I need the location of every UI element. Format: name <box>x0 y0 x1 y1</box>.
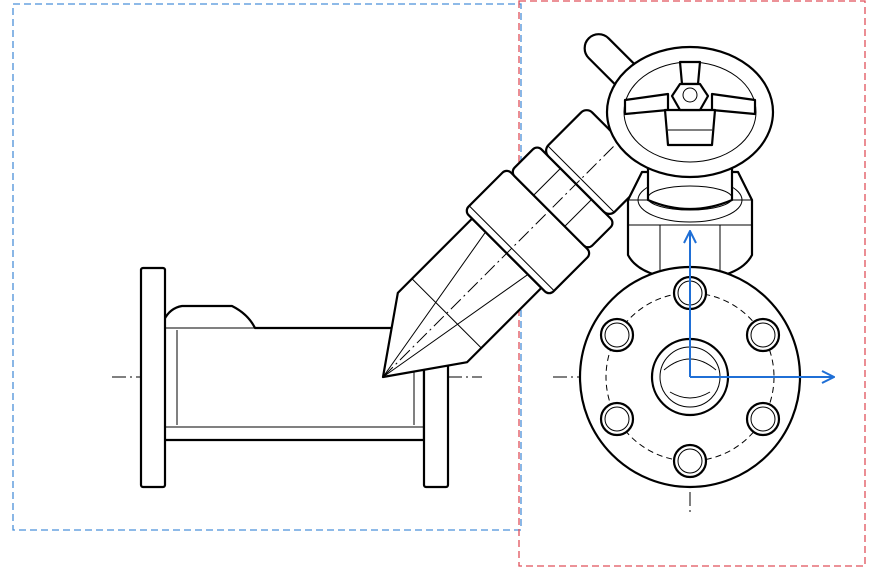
front-bolt-hole <box>599 401 635 437</box>
front-handwheel-spoke-top <box>678 60 702 86</box>
front-stem-nut <box>670 82 710 112</box>
front-bolt-hole <box>672 443 708 479</box>
front-view-frame <box>518 0 866 567</box>
front-view <box>553 45 833 516</box>
front-bolt-hole <box>745 401 781 437</box>
front-bolt-hole <box>745 317 781 353</box>
side-pipe-body <box>162 304 426 442</box>
side-flange-left <box>139 266 167 489</box>
front-handwheel-hub <box>663 108 717 147</box>
front-bolt-hole <box>599 317 635 353</box>
